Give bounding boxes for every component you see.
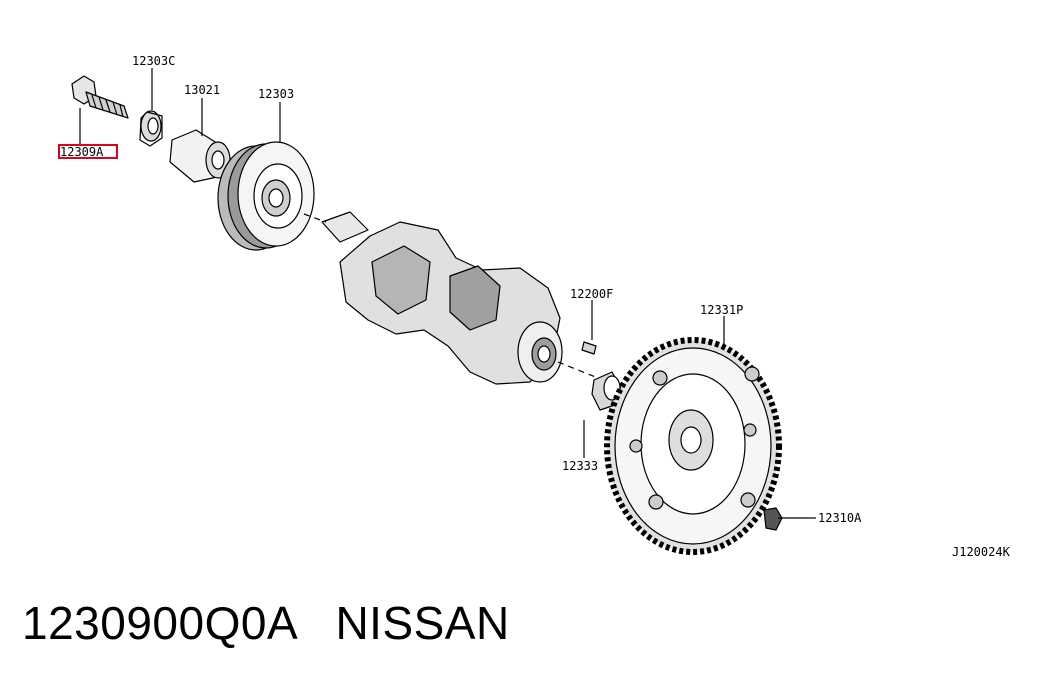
crank-key[interactable] bbox=[169, 129, 231, 183]
crankshaft bbox=[321, 211, 563, 385]
brand-name: NISSAN bbox=[335, 597, 510, 649]
crank-pulley[interactable] bbox=[217, 141, 315, 251]
pilot-bushing[interactable] bbox=[591, 371, 623, 411]
washer[interactable] bbox=[139, 110, 163, 147]
part-number: 1230900Q0A bbox=[22, 597, 296, 649]
highlight-box bbox=[58, 144, 118, 159]
part-caption: 1230900Q0A NISSAN bbox=[22, 596, 510, 650]
crank-bolt[interactable] bbox=[71, 75, 129, 119]
flywheel[interactable] bbox=[604, 337, 782, 555]
callout-flywheel: 12331P bbox=[700, 303, 743, 317]
callout-key: 13021 bbox=[184, 83, 220, 97]
callout-flywheel-bolt: 12310A bbox=[818, 511, 862, 525]
dowel-pin[interactable] bbox=[581, 341, 597, 355]
callout-bolt: 12309A bbox=[60, 145, 104, 159]
flywheel-bolt[interactable] bbox=[763, 507, 808, 531]
callout-bushing: 12333 bbox=[562, 459, 598, 473]
callout-pulley: 12303 bbox=[258, 87, 294, 101]
callout-washer: 12303C bbox=[132, 54, 175, 68]
callout-pin: 12200F bbox=[570, 287, 613, 301]
figure-id: J120024K bbox=[952, 545, 1011, 559]
